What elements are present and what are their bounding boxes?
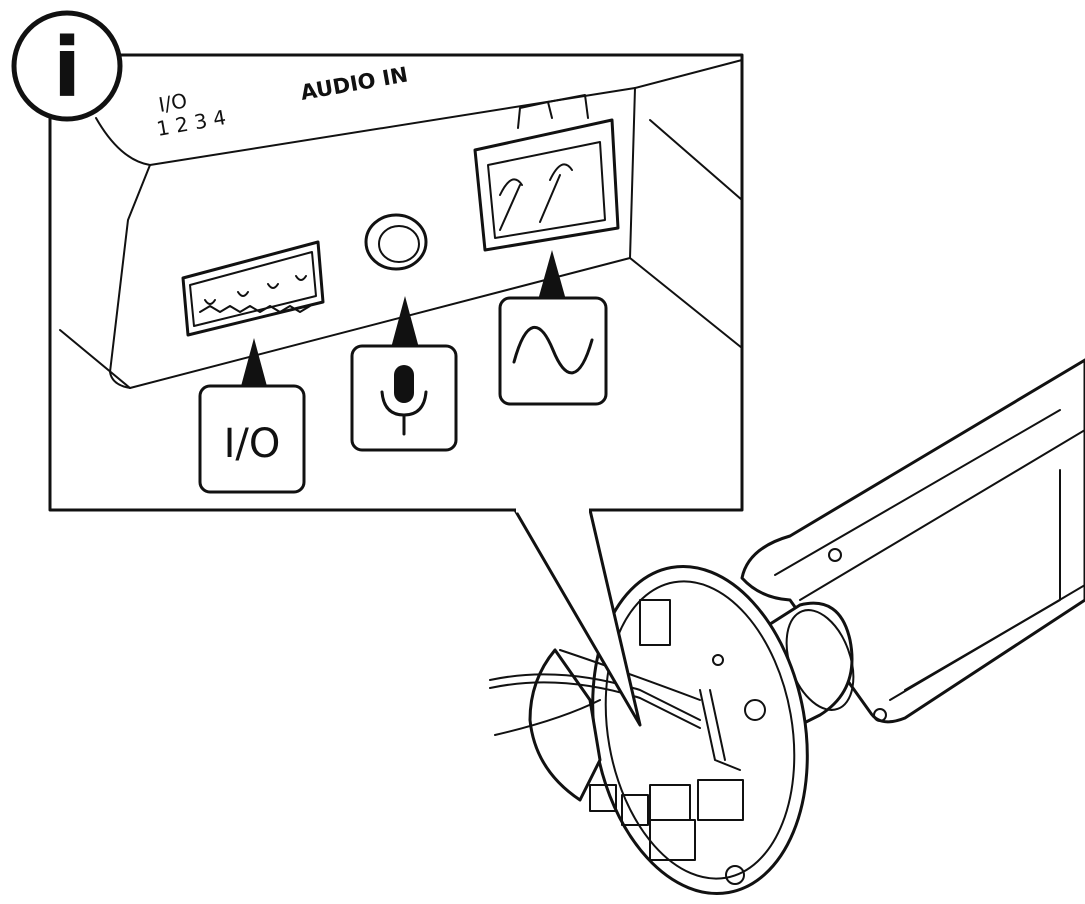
camera-illustration bbox=[489, 358, 1085, 896]
audio-arrow bbox=[391, 296, 419, 348]
power-callout-box bbox=[498, 296, 608, 406]
info-icon: i bbox=[53, 21, 81, 116]
io-callout-text: I/O bbox=[224, 421, 281, 467]
audio-callout-box bbox=[350, 344, 458, 452]
rear-enclosure bbox=[528, 648, 602, 802]
io-callout-box: I/O bbox=[198, 384, 306, 494]
power-connector bbox=[473, 94, 620, 252]
microphone-icon bbox=[380, 365, 428, 436]
audio-in-jack bbox=[364, 213, 428, 271]
io-arrow bbox=[240, 338, 268, 390]
info-badge: i bbox=[11, 10, 123, 122]
power-arrow bbox=[538, 250, 566, 300]
ac-power-icon bbox=[512, 326, 594, 375]
io-terminal-block bbox=[181, 240, 325, 337]
io-title-label: I/O bbox=[157, 88, 189, 117]
callout-pointer bbox=[513, 509, 642, 727]
zoom-callout: I/O 1 2 3 4 AUDIO IN I/O bbox=[48, 53, 744, 727]
